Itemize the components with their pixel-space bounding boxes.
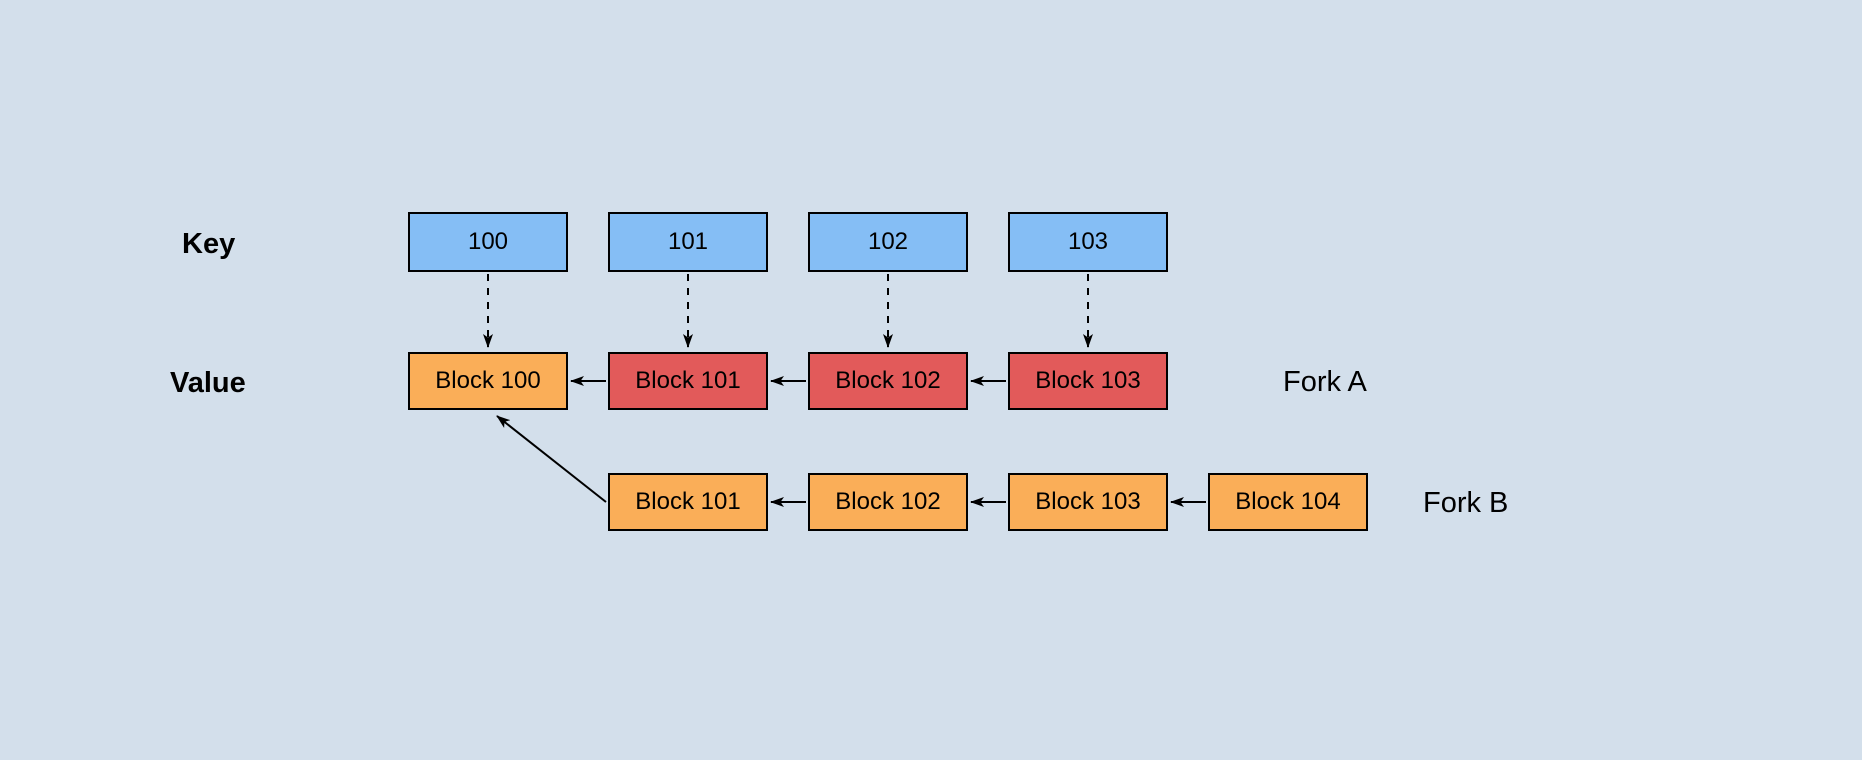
forka-block-101: Block 101 <box>608 352 768 410</box>
fork-b-label: Fork B <box>1423 487 1509 519</box>
key-row-label: Key <box>182 228 236 260</box>
arrow-forkb-101-to-block100 <box>496 415 607 503</box>
forka-block-103: Block 103 <box>1008 352 1168 410</box>
key-box-102: 102 <box>808 212 968 272</box>
key-box-103: 103 <box>1008 212 1168 272</box>
forka-block-102: Block 102 <box>808 352 968 410</box>
key-box-100: 100 <box>408 212 568 272</box>
forkb-block-104: Block 104 <box>1208 473 1368 531</box>
forkb-block-101: Block 101 <box>608 473 768 531</box>
value-row-label: Value <box>170 367 246 399</box>
key-box-101: 101 <box>608 212 768 272</box>
forka-block-100: Block 100 <box>408 352 568 410</box>
fork-a-label: Fork A <box>1283 366 1367 398</box>
forkb-block-103: Block 103 <box>1008 473 1168 531</box>
forkb-block-102: Block 102 <box>808 473 968 531</box>
